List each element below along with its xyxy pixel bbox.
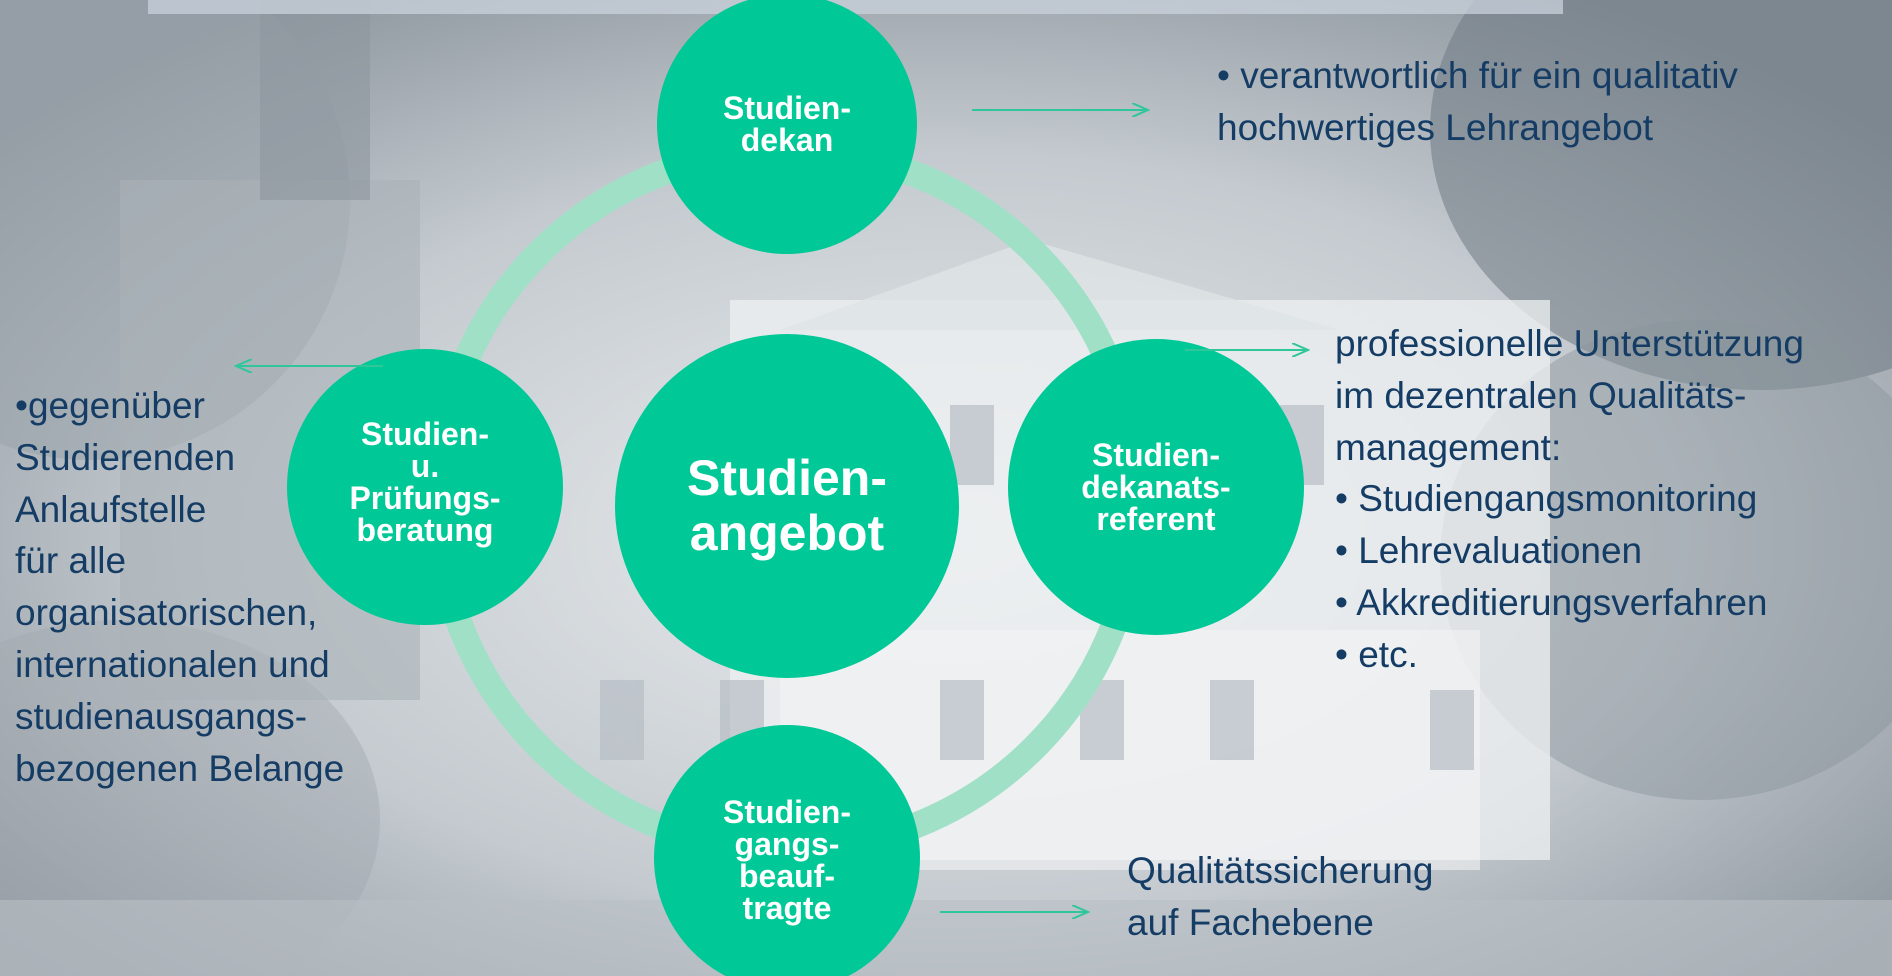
description-line: • Akkreditierungsverfahren — [1335, 581, 1768, 623]
description-line: • verantwortlich für ein qualitativ — [1217, 55, 1738, 96]
description-line: für alle — [15, 540, 127, 582]
description-line: management: — [1335, 426, 1562, 468]
node-bottom-label: Studien- gangs- beauf- tragte — [723, 794, 851, 926]
node-right-label: Studien- dekanats- referent — [1081, 437, 1231, 537]
node-right-circle — [1008, 339, 1304, 635]
description-line: • Studiengangsmonitoring — [1335, 478, 1758, 520]
node-top-label: Studien- dekan — [723, 90, 851, 158]
description-left: •gegenüber Studierenden Anlaufstelle für… — [15, 380, 344, 794]
top-banner-strip — [148, 0, 1563, 14]
description-line: Qualitätssicherung — [1127, 850, 1434, 891]
node-left-circle — [287, 349, 563, 625]
description-line: professionelle Unterstützung — [1335, 323, 1804, 364]
description-line: im dezentralen Qualitäts- — [1335, 374, 1747, 416]
node-bottom-circle — [654, 725, 920, 976]
description-right: professionelle Unterstützung im dezentra… — [1335, 318, 1804, 681]
node-center-label: Studien- angebot — [687, 450, 887, 561]
node-center-circle — [615, 334, 959, 678]
node-top-circle — [657, 0, 917, 254]
description-line: Studierenden — [15, 436, 236, 478]
description-bottom: Qualitätssicherung auf Fachebene — [1127, 845, 1433, 949]
description-line: studienausgangs- — [15, 695, 308, 737]
description-line: • Lehrevaluationen — [1335, 530, 1643, 572]
description-line: Anlaufstelle — [15, 488, 207, 530]
description-line: internationalen und — [15, 643, 330, 685]
description-line: auf Fachebene — [1127, 901, 1374, 943]
description-line: •gegenüber — [15, 385, 205, 426]
description-line: hochwertiges Lehrangebot — [1217, 106, 1654, 148]
description-line: bezogenen Belange — [15, 747, 345, 789]
node-left-label: Studien- u. Prüfungs- beratung — [349, 416, 501, 548]
description-line: • etc. — [1335, 633, 1418, 675]
description-line: organisatorischen, — [15, 592, 318, 634]
description-top: • verantwortlich für ein qualitativ hoch… — [1217, 50, 1738, 154]
